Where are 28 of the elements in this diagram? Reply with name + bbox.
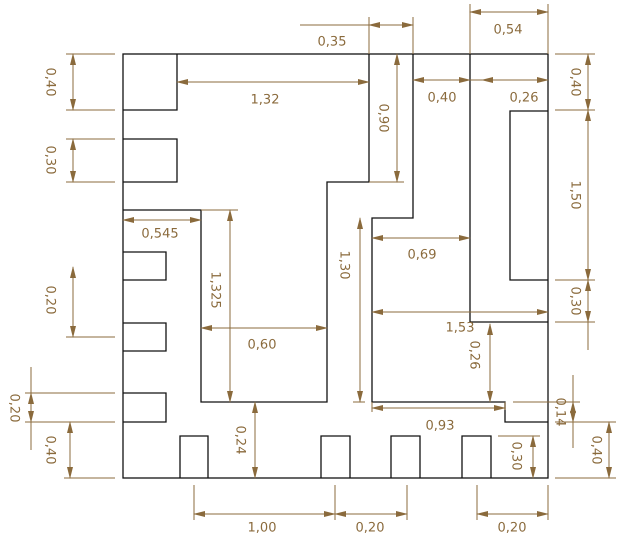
dimension-label: 0,30 [568,286,582,316]
dimension-label: 0,40 [568,68,582,96]
dimension-label: 0,20 [356,522,384,534]
dimension-label: 1,30 [338,250,350,280]
dimension-label: 1,50 [568,180,582,210]
dimension-label: 0,54 [494,24,522,36]
dimension-label: 0,40 [590,436,602,464]
dimension-label: 0,30 [44,146,56,174]
dimension-label: 0,40 [44,68,56,96]
dimension-label: 1,32 [250,94,280,106]
dimension-label: 1,53 [446,322,474,334]
dimension-label: 0,26 [468,340,480,370]
dimension-label: 0,40 [44,436,56,464]
dimension-label: 1,00 [248,522,276,534]
dimension-label: 0,93 [426,420,454,432]
dimension-label: 0,26 [510,92,538,104]
dimension-label: 0,60 [248,338,276,352]
dimension-label: 0,40 [428,92,456,104]
dimension-label: 0,20 [44,286,56,314]
dimension-label: 0,20 [8,394,20,422]
dimension-label: 0,69 [408,248,436,262]
dimension-label: 0,20 [498,522,526,534]
dimension-label: 0,24 [234,426,246,454]
dimension-label: 0,545 [141,228,179,240]
dimension-label: 0,30 [510,442,522,470]
dimension-label: 0,90 [376,104,390,132]
dimension-label: 1,325 [208,271,222,309]
dimension-label: 0,35 [318,36,346,48]
